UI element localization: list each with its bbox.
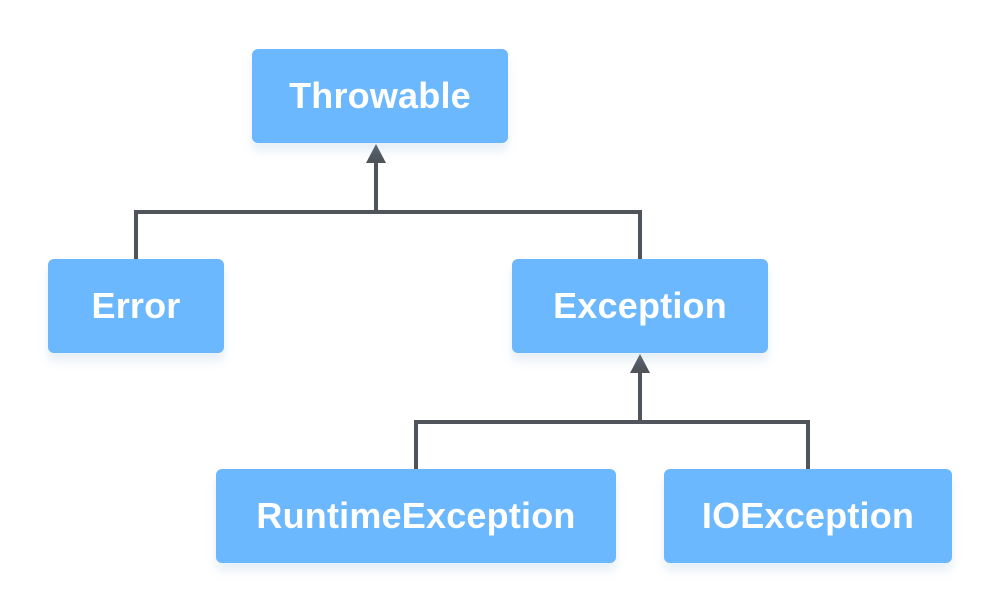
runtime-exception-node: RuntimeException (216, 469, 616, 563)
runtime-exception-label: RuntimeException (256, 495, 576, 536)
exception-label: Exception (553, 285, 727, 326)
throwable-node: Throwable (252, 49, 508, 143)
arrowhead-throwable (366, 144, 386, 163)
exception-node: Exception (512, 259, 768, 353)
error-node: Error (48, 259, 224, 353)
error-label: Error (91, 285, 181, 326)
ioexception-node: IOException (664, 469, 952, 563)
ioexception-label: IOException (701, 495, 915, 536)
throwable-label: Throwable (289, 75, 471, 116)
arrowhead-exception (630, 354, 650, 373)
